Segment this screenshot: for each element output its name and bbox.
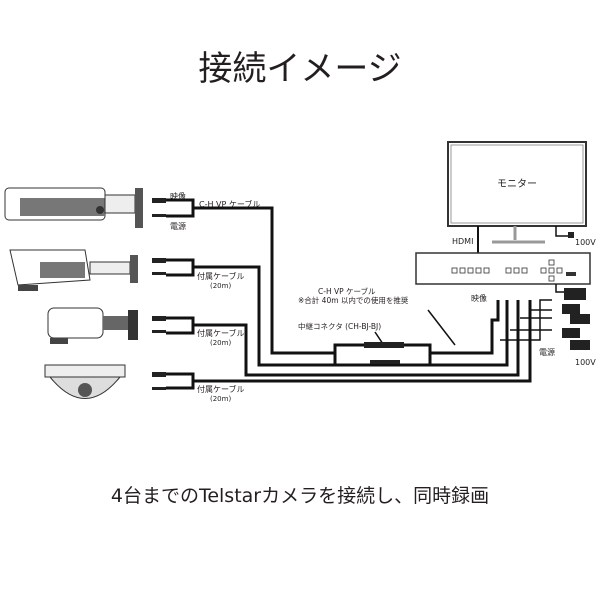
bullet-camera-large xyxy=(4,187,143,228)
monitor-voltage-label: 100V xyxy=(575,238,596,247)
cable-included-label-3: 付属ケーブル xyxy=(197,384,245,394)
cables xyxy=(166,198,552,390)
cable-note: ※合計 40m 以内での使用を推奨 xyxy=(298,295,409,305)
dvr-power-label: 電源 xyxy=(539,348,555,357)
cable-included-label-2: 付属ケーブル xyxy=(197,328,245,338)
bullet-camera-small xyxy=(47,307,138,344)
cable-length-3: (20m) xyxy=(210,395,231,403)
hdmi-label: HDMI xyxy=(452,237,473,246)
cable-length-2: (20m) xyxy=(210,339,231,347)
caption: 4台までのTelstarカメラを接続し、同時録画 xyxy=(111,485,489,507)
dvr-recorder xyxy=(415,252,591,300)
page-title: 接続イメージ xyxy=(198,49,401,89)
dome-camera xyxy=(44,364,126,399)
cable-main-label: C-H VP ケーブル xyxy=(199,199,260,209)
dvr-voltage-label: 100V xyxy=(575,358,596,367)
power-adapters xyxy=(562,304,590,350)
video-label: 映像 xyxy=(170,191,186,201)
monitor xyxy=(447,141,587,244)
monitor-label: モニター xyxy=(497,178,537,190)
cable-length-1: (20m) xyxy=(210,282,231,290)
cable-included-label-1: 付属ケーブル xyxy=(197,271,245,281)
relay-connector xyxy=(364,342,404,364)
dvr-video-label: 映像 xyxy=(471,293,487,303)
camera-connectors xyxy=(152,198,166,390)
power-label: 電源 xyxy=(170,222,186,231)
note-arrow xyxy=(427,309,456,346)
cable-note-title: C-H VP ケーブル xyxy=(318,286,376,296)
box-camera xyxy=(9,249,138,291)
relay-connector-label: 中継コネクタ (CH-BJ-BJ) xyxy=(298,321,381,331)
